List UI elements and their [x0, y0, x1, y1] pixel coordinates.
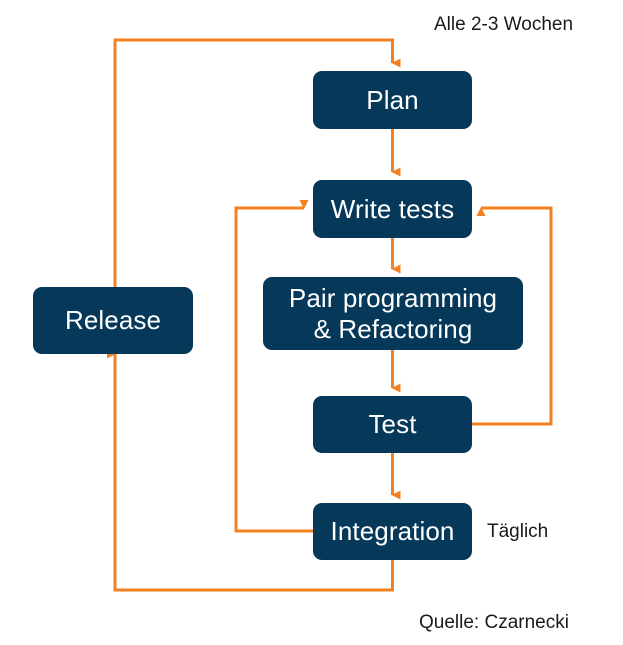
node-plan-label: Plan: [366, 84, 419, 115]
node-write-tests[interactable]: Write tests: [313, 180, 472, 238]
node-pair-programming-label: Pair programming & Refactoring: [288, 282, 498, 344]
node-release-label: Release: [64, 305, 162, 336]
node-test[interactable]: Test: [313, 396, 472, 453]
caption-cycle-length: Alle 2-3 Wochen: [434, 14, 574, 35]
node-plan[interactable]: Plan: [313, 71, 472, 129]
node-write-tests-label: Write tests: [330, 193, 455, 224]
edge-test-to-write-tests-loop: [472, 206, 553, 426]
node-integration-label: Integration: [330, 516, 455, 547]
caption-source: Quelle: Czarnecki: [419, 612, 569, 633]
node-pair-programming[interactable]: Pair programming & Refactoring: [263, 277, 523, 350]
caption-daily: Täglich: [487, 521, 549, 542]
edge-integration-to-release-loop: [107, 349, 394, 592]
node-release[interactable]: Release: [33, 287, 193, 354]
node-integration[interactable]: Integration: [313, 503, 472, 560]
node-test-label: Test: [368, 409, 417, 440]
edge-release-to-plan: [113, 38, 401, 287]
edge-integration-to-write-tests-loop: [234, 200, 313, 533]
